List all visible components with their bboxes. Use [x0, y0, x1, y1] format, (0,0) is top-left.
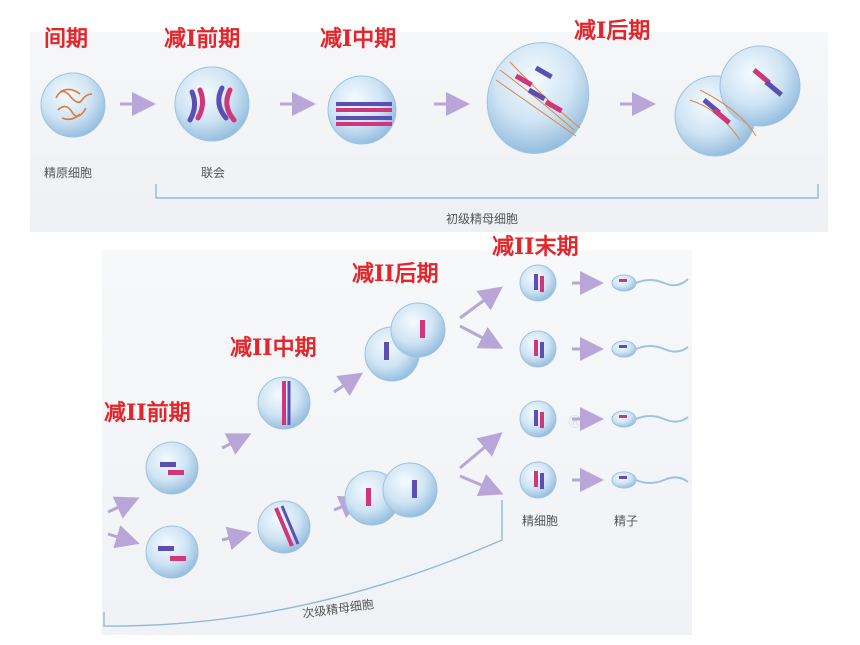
- label-anaphase-1: 减Ⅰ后期: [574, 18, 651, 44]
- arrow: [459, 473, 504, 497]
- label-anaphase-2: 减II后期: [352, 261, 439, 287]
- cell-telophase-1: [674, 45, 801, 157]
- label-metaphase-2: 减II中期: [230, 335, 317, 361]
- spermatid-2: [519, 330, 557, 368]
- label-interphase: 间期: [44, 26, 89, 52]
- arrow: [221, 433, 252, 455]
- spermatid-3: [519, 400, 557, 438]
- cell-anaphase-2-upper: [364, 302, 446, 382]
- spermatid-1: [519, 264, 557, 302]
- cell-prophase-2-lower: [145, 525, 199, 579]
- arrow: [221, 526, 252, 551]
- bracket-label-primary-spermatocyte: 初级精母细胞: [446, 212, 519, 226]
- cell-anaphase-1: [486, 42, 590, 154]
- caption-spermatid: 精细胞: [522, 514, 559, 528]
- caption-spermatogonium: 精原细胞: [44, 166, 93, 180]
- sperm-2: [611, 340, 689, 358]
- cell-spermatogonium: [40, 72, 106, 138]
- registered-watermark: ®: [566, 412, 584, 433]
- sperm-4: [611, 471, 689, 489]
- bracket-primary-spermatocyte: [155, 184, 819, 199]
- cell-metaphase-2-upper: [257, 376, 311, 430]
- caption-sperm: 精子: [614, 514, 639, 528]
- cell-metaphase-1: [327, 75, 397, 145]
- bracket-secondary-spermatocyte: [103, 500, 503, 627]
- arrow: [459, 432, 503, 470]
- label-metaphase-1: 减Ⅰ中期: [320, 26, 397, 52]
- arrow: [459, 286, 503, 320]
- arrow: [459, 324, 504, 349]
- label-prophase-1: 减Ⅰ前期: [164, 26, 241, 52]
- sperm-1: [611, 274, 689, 292]
- cell-prophase-1: [174, 66, 250, 142]
- sperm-3: [611, 410, 689, 428]
- label-prophase-2: 减II前期: [104, 400, 191, 426]
- spermatid-4: [519, 461, 557, 499]
- caption-synapsis: 联会: [201, 166, 226, 180]
- cell-metaphase-2-lower: [257, 500, 311, 554]
- label-telophase-2: 减II末期: [492, 234, 579, 260]
- arrow: [107, 496, 140, 519]
- arrow: [107, 525, 140, 549]
- arrow: [333, 372, 363, 396]
- cell-prophase-2-upper: [145, 441, 199, 495]
- cell-anaphase-2-lower: [344, 462, 438, 526]
